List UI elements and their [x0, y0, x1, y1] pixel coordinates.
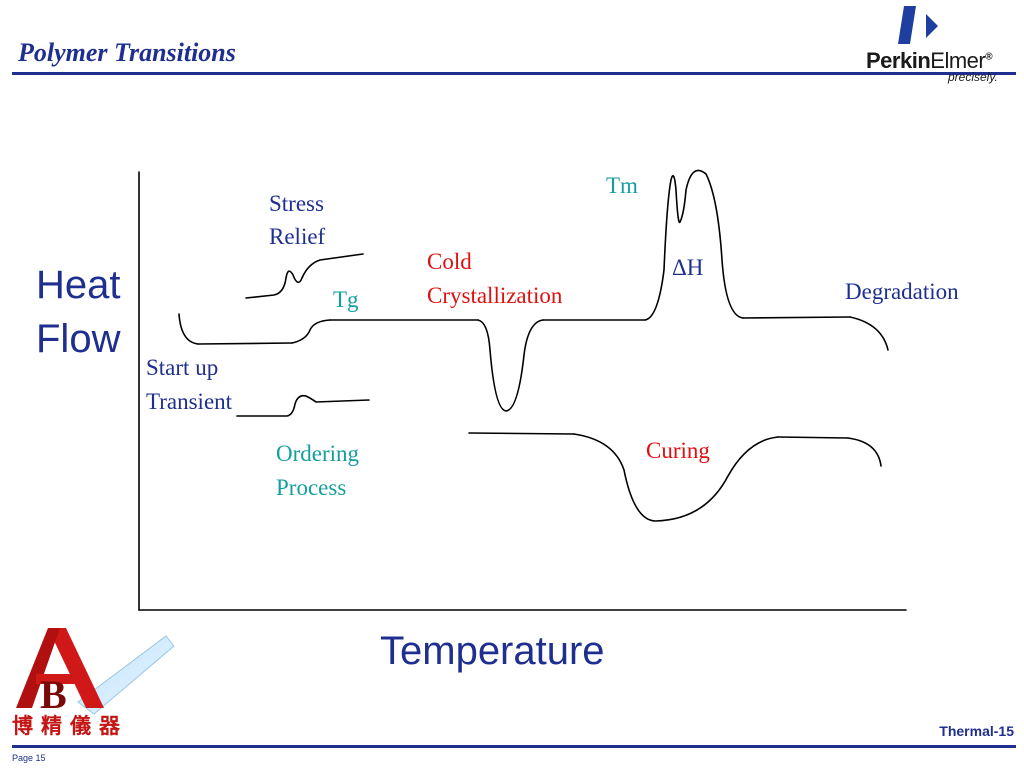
label-delta-h: ΔH [672, 255, 704, 280]
baseline-segment-1 [197, 342, 293, 345]
slide-title: Polymer Transitions [18, 38, 236, 67]
stress-relief-curve [245, 253, 364, 299]
brand-tagline: precisely. [948, 70, 998, 84]
label-curing: Curing [646, 438, 710, 463]
melting-peak-curve [644, 169, 744, 321]
startup-transient-curve [178, 313, 199, 345]
brand-name: PerkinElmer® [866, 48, 993, 74]
label-process: Process [276, 475, 347, 500]
baseline-segment-4 [742, 316, 851, 319]
distributor-logo-icon: B [16, 628, 175, 717]
tg-step-curve [291, 319, 331, 344]
slide-id: Thermal-15 [939, 723, 1014, 739]
page-number: Page 15 [12, 753, 46, 763]
label-degradation: Degradation [845, 279, 959, 304]
y-axis-label-flow: Flow [36, 317, 121, 361]
label-transient: Transient [146, 389, 233, 414]
brand-name-bold: Perkin [866, 48, 931, 73]
label-relief: Relief [269, 224, 326, 249]
footer-divider [12, 745, 1016, 748]
curing-end-curve [847, 437, 882, 467]
label-crystallization: Crystallization [427, 283, 563, 308]
cold-crystallization-curve [477, 319, 544, 412]
svg-text:B: B [40, 672, 67, 717]
registered-mark: ® [985, 51, 993, 63]
label-stress: Stress [269, 191, 324, 216]
curing-exotherm-curve [573, 433, 779, 522]
label-cold: Cold [427, 249, 472, 274]
perkinelmer-mark-icon [898, 6, 938, 44]
curing-baseline-left [468, 432, 575, 435]
label-ordering: Ordering [276, 441, 360, 466]
label-tm: Tm [606, 173, 638, 198]
x-axis-label: Temperature [380, 629, 605, 673]
ordering-process-curve [236, 394, 370, 417]
distributor-chinese-name: 博精儀器 [12, 713, 128, 738]
label-tg: Tg [333, 287, 359, 312]
degradation-curve [849, 316, 889, 351]
curing-baseline-right [777, 436, 849, 439]
label-start-up: Start up [146, 355, 219, 380]
title-divider [12, 72, 1016, 75]
y-axis-label-heat: Heat [36, 263, 121, 307]
perkinelmer-logo: PerkinElmer® precisely. [860, 4, 1020, 86]
brand-name-light: Elmer [930, 48, 986, 73]
